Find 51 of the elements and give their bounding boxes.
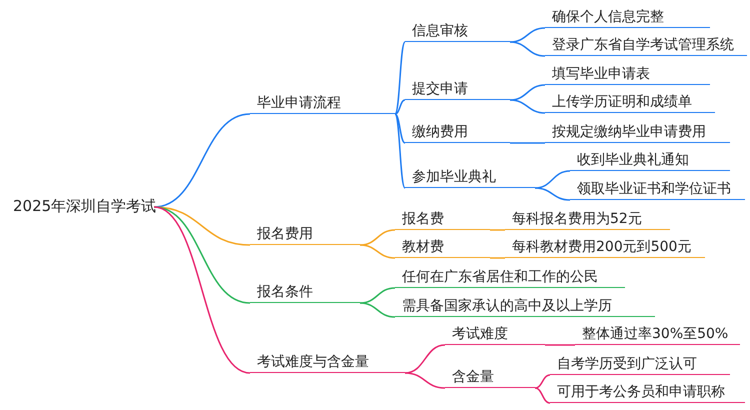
- topic-node: 每科报名费用为52元: [505, 210, 670, 230]
- connector-line: [545, 344, 575, 346]
- topic-node: 可用于考公务员和申请职称: [550, 383, 745, 403]
- topic-node: 需具备国家承认的高中及以上学历: [395, 297, 655, 317]
- connector-line: [154, 113, 250, 208]
- topic-node: 报名条件: [250, 283, 360, 303]
- root-topic: 2025年深圳自学考试: [6, 197, 154, 217]
- topic-node: 填写毕业申请表: [545, 65, 710, 85]
- topic-node: 上传学历证明和成绩单: [545, 93, 715, 113]
- topic-node: 任何在广东省居住和工作的公民: [395, 268, 625, 288]
- connector-line: [360, 287, 396, 304]
- connector-line: [534, 170, 570, 189]
- connector-line: [534, 187, 570, 201]
- connector-line: [404, 372, 446, 389]
- connector-line: [394, 42, 406, 114]
- connector-line: [404, 344, 446, 374]
- connector-line: [534, 374, 550, 389]
- connector-line: [154, 206, 250, 374]
- connector-line: [360, 244, 396, 259]
- topic-node: 缴纳费用: [405, 123, 510, 143]
- topic-node: 自考学历受到广泛认可: [550, 355, 730, 375]
- topic-node: 含金量: [445, 368, 535, 388]
- topic-node: 考试难度: [445, 325, 545, 345]
- topic-node: 报名费: [395, 210, 490, 230]
- topic-node: 毕业申请流程: [250, 94, 395, 114]
- topic-node: 教材费: [395, 238, 490, 258]
- topic-node: 登录广东省自学考试管理系统: [545, 36, 747, 56]
- connector-line: [510, 41, 546, 57]
- topic-node: 考试难度与含金量: [250, 353, 405, 373]
- topic-node: 按规定缴纳毕业申请费用: [545, 123, 730, 143]
- connector-line: [360, 229, 396, 246]
- topic-node: 提交申请: [405, 80, 510, 100]
- connector-line: [510, 142, 545, 144]
- connector-line: [510, 27, 546, 43]
- topic-node: 信息审核: [405, 22, 510, 42]
- connector-line: [534, 387, 550, 404]
- connector-line: [510, 84, 546, 101]
- topic-node: 整体通过率30%至50%: [575, 325, 740, 345]
- connector-line: [394, 114, 406, 188]
- topic-node: 收到毕业典礼通知: [570, 151, 730, 171]
- connector-line: [394, 99, 406, 115]
- topic-node: 报名费用: [250, 225, 360, 245]
- connector-line: [394, 113, 406, 144]
- connector-line: [510, 99, 546, 114]
- connector-line: [360, 302, 396, 318]
- topic-node: 领取毕业证书和学位证书: [570, 180, 745, 200]
- topic-node: 参加毕业典礼: [405, 168, 535, 188]
- topic-node: 每科教材费用200元到500元: [505, 238, 705, 258]
- connector-line: [490, 257, 505, 259]
- topic-node: 确保个人信息完整: [545, 8, 710, 28]
- connector-line: [490, 229, 505, 231]
